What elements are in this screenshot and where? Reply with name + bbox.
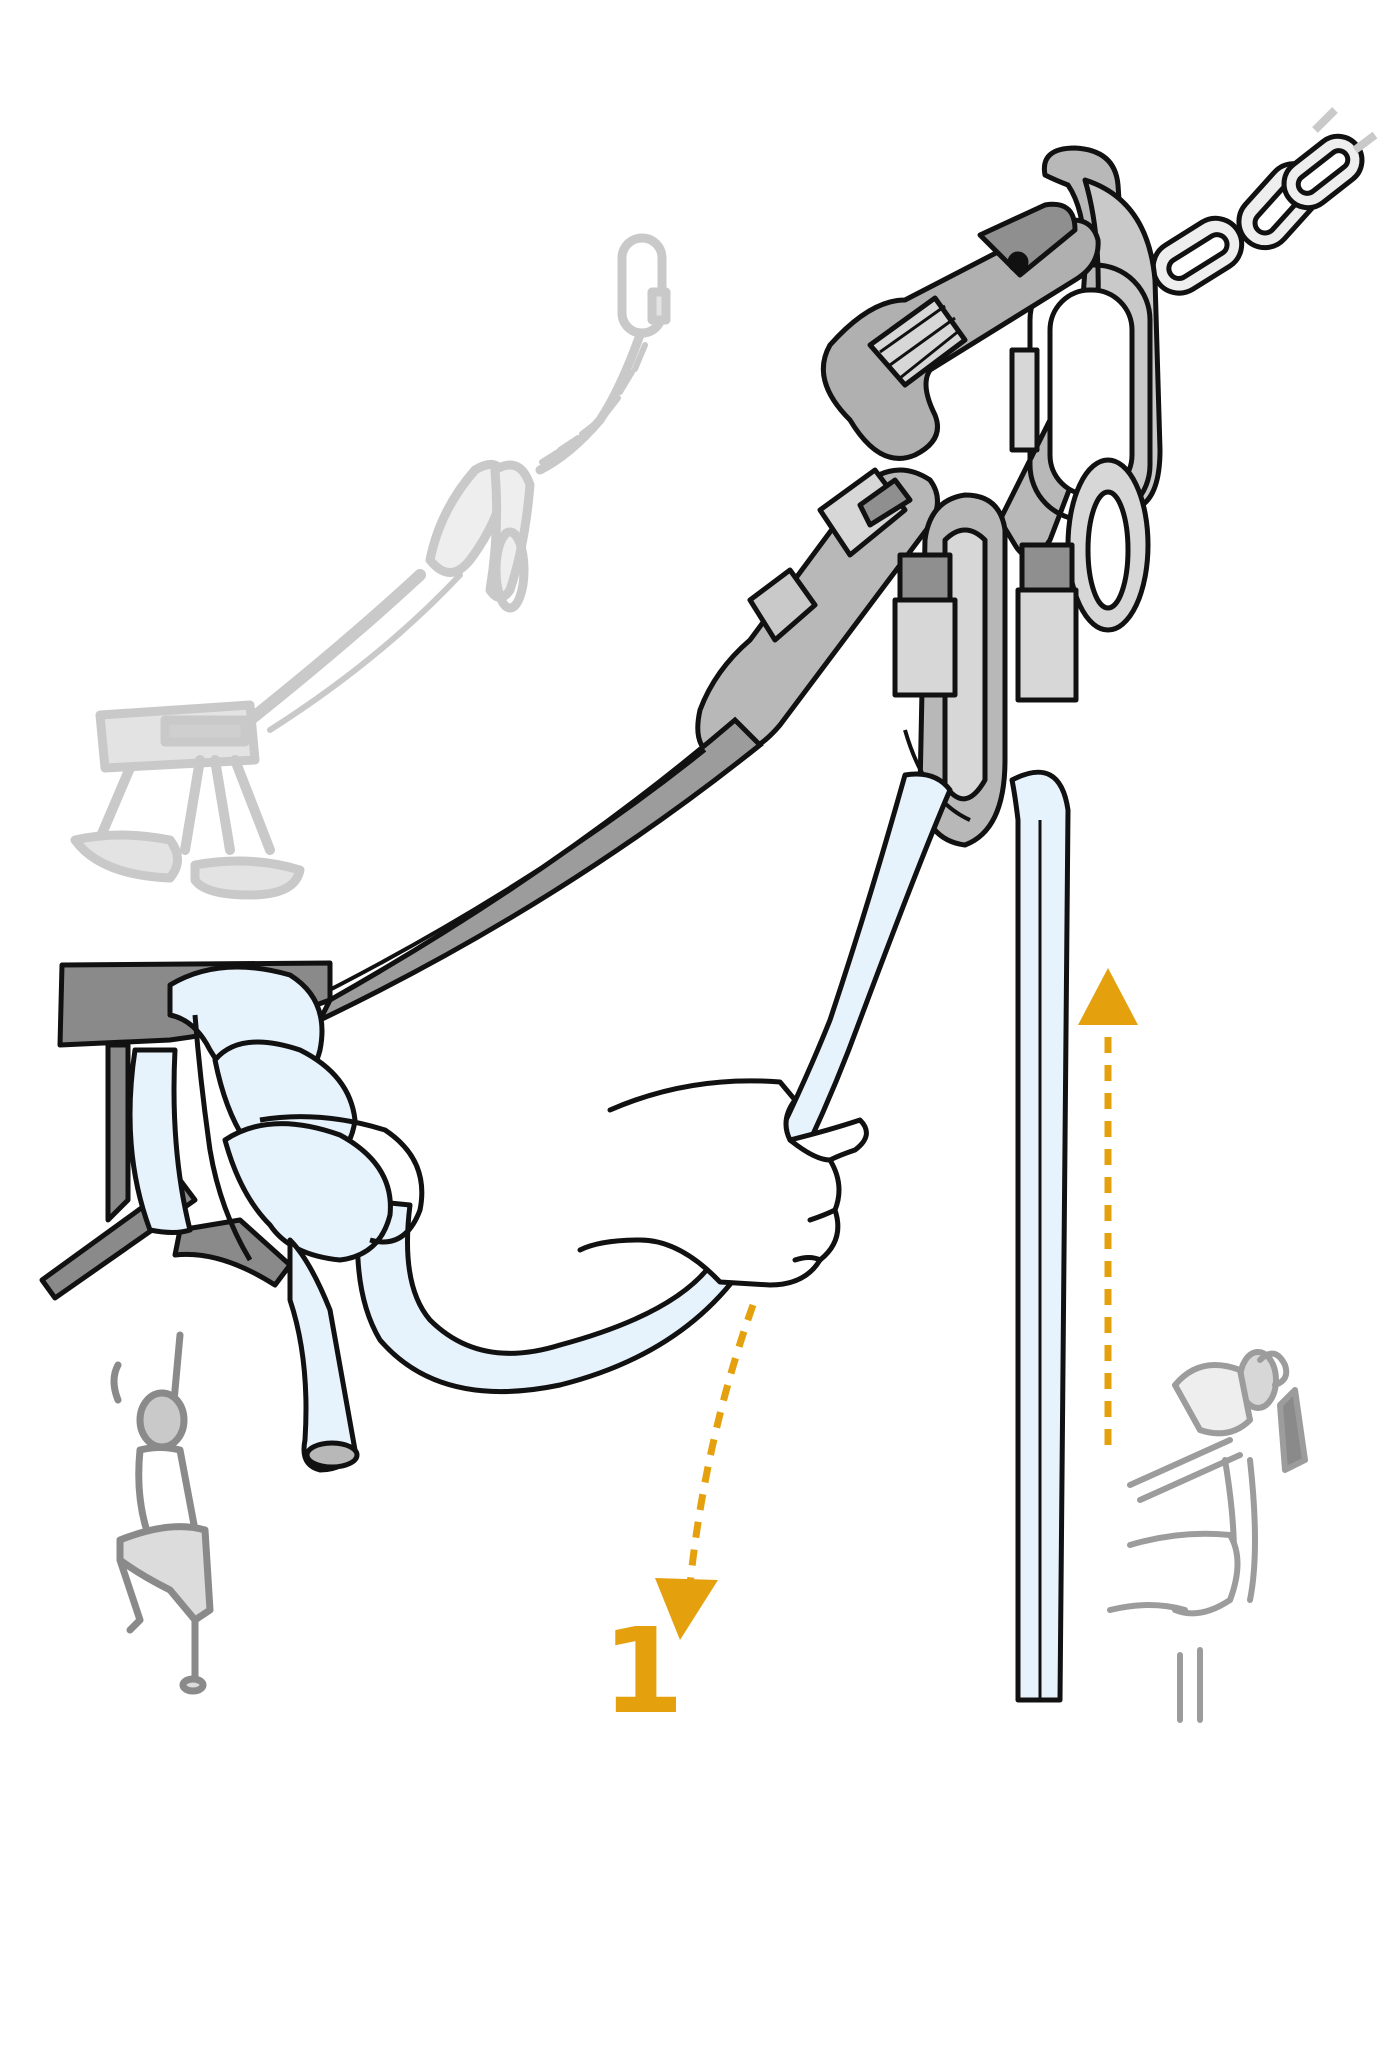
- rope-right-strand: [1009, 769, 1071, 1703]
- figure-eight-knot: [167, 964, 425, 1473]
- rope-left-strand: [355, 771, 953, 1395]
- faded-anchor-and-harness: [70, 233, 671, 900]
- sling: [299, 716, 764, 1026]
- anchor-ring: [1065, 457, 1151, 633]
- step-number: 1: [602, 1602, 684, 1740]
- pull-up-arrow: [1078, 968, 1138, 1445]
- anchor-chain: [1150, 107, 1378, 296]
- right-carabiners: [892, 492, 1079, 848]
- hand: [577, 1078, 869, 1288]
- climber-figure: [110, 1331, 214, 1695]
- upper-screwgate-carabiner: [820, 201, 1101, 461]
- inset-belay-hand: [1107, 1349, 1308, 1723]
- pull-down-arrow: [655, 1303, 757, 1640]
